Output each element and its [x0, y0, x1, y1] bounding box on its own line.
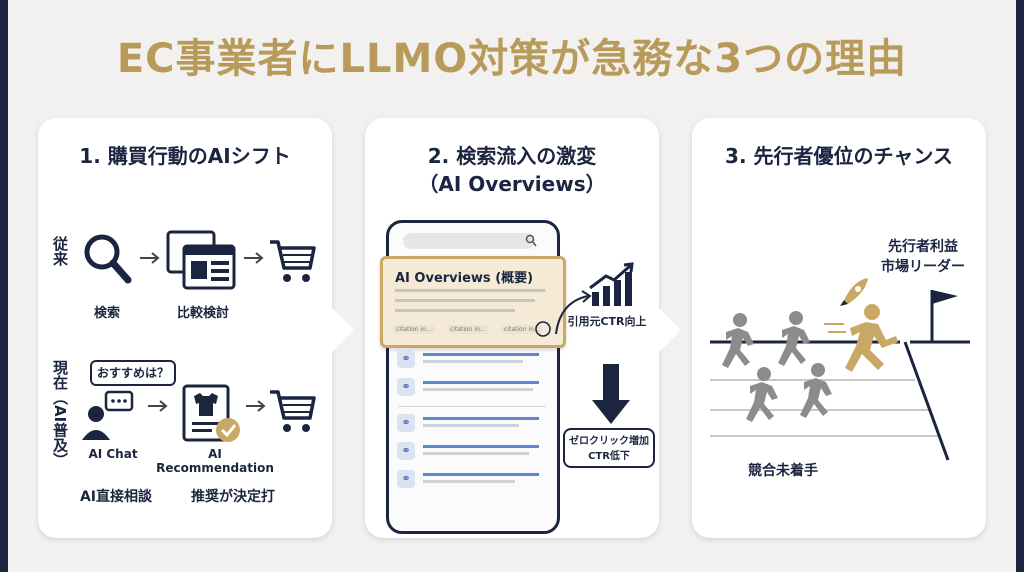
ai-chat-label: AI Chat — [88, 447, 138, 461]
text-line — [395, 289, 545, 292]
result-text-line — [423, 480, 515, 483]
panel-first-mover: 3. 先行者優位のチャンス — [692, 118, 986, 538]
text-line — [395, 299, 535, 302]
ctr-up-label: 引用元CTR向上 — [567, 315, 647, 328]
link-icon: ⚭ — [397, 442, 415, 460]
zero-click-box: ゼロクリック増加 CTR低下 — [563, 428, 655, 468]
chat-bubble: おすすめは？ — [90, 360, 176, 386]
panel-heading: 2. 検索流入の激変 （AI Overviews） — [365, 142, 659, 198]
result-title-line — [423, 381, 539, 384]
text-line — [395, 309, 515, 312]
row-label-now: 現在（AI普及） — [51, 360, 69, 468]
search-label: 検索 — [93, 306, 120, 321]
down-arrow-icon — [592, 364, 630, 424]
zero-click-line2: CTR低下 — [588, 451, 630, 462]
citation-chip[interactable]: citation in... — [447, 325, 489, 334]
rocket-icon — [840, 278, 868, 306]
curved-arrow-icon — [555, 290, 592, 335]
browser-windows-icon — [166, 230, 236, 290]
result-title-line — [423, 417, 539, 420]
panel-heading: 1. 購買行動のAIシフト — [79, 144, 291, 168]
shopping-cart-icon — [270, 240, 316, 282]
ai-chat-user-icon — [82, 390, 134, 440]
result-text-line — [423, 452, 529, 455]
divider — [398, 406, 546, 407]
arrow-right-icon — [140, 252, 160, 264]
leader-label: 先行者利益 市場リーダー — [868, 236, 978, 276]
finish-line — [903, 341, 950, 461]
result-text-line — [423, 424, 519, 427]
leader-label-line2: 市場リーダー — [881, 259, 965, 275]
compare-label: 比較検討 — [176, 306, 229, 321]
ai-direct-consult-label: AI直接相談 — [79, 489, 153, 505]
zero-click-line1: ゼロクリック増加 — [569, 436, 649, 447]
ai-recommendation-label: AI Recommendation — [156, 447, 274, 475]
leader-runner-icon — [845, 304, 898, 372]
competitor-runner-icon — [746, 367, 778, 422]
competitor-runner-icon — [800, 363, 832, 418]
search-icon — [525, 234, 537, 247]
panel-arrow-notch — [659, 308, 681, 352]
search-result[interactable]: ⚭ — [397, 350, 547, 372]
panel-arrow-notch — [332, 308, 354, 352]
panel-heading-line1: 2. 検索流入の激変 — [427, 144, 597, 168]
page-title: EC事業者にLLMO対策が急務な3つの理由 — [116, 36, 908, 82]
link-icon: ⚭ — [397, 350, 415, 368]
leader-label-line1: 先行者利益 — [888, 239, 958, 255]
arrow-right-icon — [148, 400, 168, 412]
ai-overviews-box: AI Overviews (概要) citation in... citatio… — [380, 256, 566, 348]
click-cursor-icon — [535, 321, 551, 337]
result-title-line — [423, 473, 539, 476]
search-result[interactable]: ⚭ — [397, 442, 547, 464]
competitor-runner-icon — [778, 311, 810, 366]
search-result[interactable]: ⚭ — [397, 470, 547, 492]
competitor-runner-icon — [722, 313, 754, 368]
arrow-right-icon — [246, 400, 266, 412]
result-title-line — [423, 445, 539, 448]
panel-heading-line2: （AI Overviews） — [418, 172, 606, 196]
row-label-before: 従来 — [51, 236, 69, 266]
flag-icon — [932, 290, 958, 304]
search-icon — [84, 234, 132, 284]
citation-chip[interactable]: citation in... — [393, 325, 435, 334]
citation-chip[interactable]: citation in... — [501, 325, 543, 334]
search-result[interactable]: ⚭ — [397, 414, 547, 436]
result-text-line — [423, 360, 523, 363]
link-icon: ⚭ — [397, 378, 415, 396]
shopping-cart-icon — [270, 390, 316, 432]
product-recommendation-icon — [182, 384, 240, 442]
panel-heading: 3. 先行者優位のチャンス — [725, 144, 953, 168]
bar-chart-up-icon — [589, 262, 634, 306]
race-illustration — [710, 278, 970, 461]
link-icon: ⚭ — [397, 414, 415, 432]
panel-ai-shift: 1. 購買行動のAIシフト — [38, 118, 332, 538]
followers-label: 競合未着手 — [748, 463, 818, 479]
recommendation-decisive-label: 推奨が決定打 — [191, 489, 275, 505]
link-icon: ⚭ — [397, 470, 415, 488]
ai-overviews-title: AI Overviews (概要) — [395, 271, 534, 286]
search-result[interactable]: ⚭ — [397, 378, 547, 400]
arrow-right-icon — [244, 252, 264, 264]
search-bar[interactable] — [403, 233, 535, 249]
result-text-line — [423, 388, 533, 391]
result-title-line — [423, 353, 539, 356]
